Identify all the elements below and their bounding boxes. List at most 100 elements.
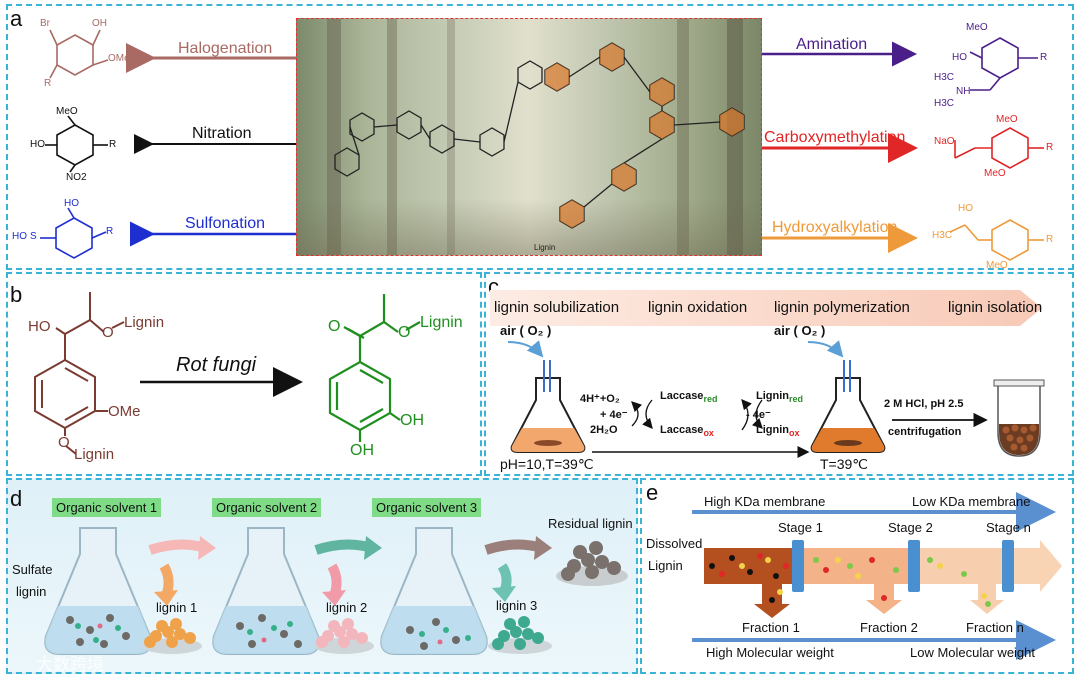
atom-ho4: HO [12, 231, 27, 242]
e-stage-n: Stage n [986, 520, 1031, 535]
atom-ome: OMe [108, 53, 130, 64]
c-right-e: - 4e⁻ [746, 409, 771, 421]
b-o-left: O [102, 324, 114, 341]
atom-meo-ha: MeO [986, 260, 1008, 271]
panel-label-c: c [488, 274, 499, 299]
atom-ho3: HO [64, 198, 79, 209]
nitration-label: Nitration [192, 125, 252, 142]
c-right-cond: T=39℃ [820, 456, 869, 472]
atom-meo-am: MeO [966, 22, 988, 33]
b-lignin-bottom: Lignin [74, 446, 115, 463]
atom-no2: NO2 [66, 172, 87, 183]
forest-image [296, 18, 762, 256]
atom-nao: NaO [934, 136, 955, 147]
solvent-2: Organic solvent 2 [212, 498, 322, 517]
panel-label-e: e [646, 480, 659, 505]
e-fraction-2: Fraction 2 [860, 620, 918, 635]
atom-meo-cm2: MeO [984, 168, 1006, 179]
aminated-ring [969, 37, 1038, 91]
e-fraction-n: Fraction n [966, 620, 1024, 635]
atom-r3: R [106, 226, 114, 237]
b-lignin-top: Lignin [124, 314, 165, 331]
b-o-bottom: O [58, 434, 70, 451]
air-label-2: air ( O₂ ) [774, 323, 826, 338]
panel-label-b: b [10, 282, 23, 307]
e-stage-2: Stage 2 [888, 520, 933, 535]
atom-ho: HO [30, 139, 45, 150]
panel-c [484, 272, 1074, 476]
halogenated-ring [49, 29, 109, 79]
b-oh1: OH [400, 412, 424, 429]
panel-label-a: a [10, 6, 23, 31]
residual-label: Residual lignin [548, 516, 633, 531]
c-left-cond: pH=10,T=39℃ [500, 456, 594, 472]
start-label-1: Sulfate [12, 562, 53, 577]
panel-a [6, 4, 1074, 270]
halogenation-label: Halogenation [178, 40, 273, 57]
e-dissolved-2: Lignin [648, 558, 683, 573]
product-molecule [328, 294, 421, 442]
b-oh2: OH [350, 442, 374, 459]
atom-h3c-am: H3C [934, 72, 955, 83]
sulfonated-ring [40, 207, 107, 259]
process-band [490, 290, 1042, 326]
e-bottom-right: Low Molecular weight [910, 645, 1036, 660]
product-3: lignin 3 [496, 598, 538, 613]
step-4: lignin isolation [948, 299, 1043, 316]
step-3: lignin polymerization [774, 299, 910, 316]
atom-r-cm: R [1046, 142, 1054, 153]
step-2: lignin oxidation [648, 299, 748, 316]
atom-h3c-am2: H3C [934, 98, 955, 109]
c-left-e: + 4e⁻ [600, 409, 628, 421]
lignin-polymer-highlights [545, 43, 744, 228]
step-1: lignin solubilization [494, 299, 620, 316]
atom-r-ha: R [1046, 234, 1054, 245]
panel-label-d: d [10, 486, 23, 511]
b-o-ketone: O [328, 318, 341, 335]
c-lignin-red: Ligninred [756, 390, 804, 405]
e-dissolved-1: Dissolved [646, 536, 703, 551]
c-isolation-bottom: centrifugation [888, 426, 962, 438]
b-o-ether: O [398, 324, 411, 341]
e-stage-1: Stage 1 [778, 520, 823, 535]
atom-ho-am: HO [952, 52, 967, 63]
e-bottom-left: High Molecular weight [706, 645, 834, 660]
b-ho: HO [28, 318, 51, 335]
e-top-right: Low KDa membrane [912, 494, 1031, 509]
air-label-1: air ( O₂ ) [500, 323, 552, 338]
carboxymethylation-label: Carboxymethylation [764, 129, 906, 146]
panel-e [640, 478, 1074, 674]
atom-lignin-poly: Lignin [534, 243, 556, 252]
c-lignin-ox: Ligninox [756, 424, 800, 439]
b-lignin-right: Lignin [420, 314, 463, 331]
atom-oh: OH [92, 18, 107, 29]
e-top-left: High KDa membrane [704, 494, 826, 509]
atom-r: R [44, 78, 52, 89]
atom-r-am: R [1040, 52, 1048, 63]
carboxymethylated-ring [954, 127, 1044, 169]
atom-br: Br [40, 18, 50, 29]
c-left-top: 4H⁺+O₂ [580, 393, 620, 405]
flask-d3 [380, 527, 488, 655]
watermark: 大数跨境 [36, 655, 104, 674]
atom-meo: MeO [56, 106, 78, 117]
atom-h3c-ha: H3C [932, 230, 953, 241]
b-reagent: Rot fungi [176, 354, 257, 376]
c-isolation-top: 2 M HCl, pH 2.5 [884, 398, 964, 410]
nitrated-ring [45, 115, 108, 173]
panel-b [6, 272, 482, 476]
hydroxyalkylation-label: Hydroxyalkylation [772, 219, 898, 236]
b-ome: OMe [108, 403, 141, 420]
sulfonation-label: Sulfonation [185, 215, 266, 232]
solvent-3: Organic solvent 3 [372, 498, 482, 517]
hydroxyalkylated-ring [949, 219, 1044, 261]
atom-ho-ha: HO [958, 203, 973, 214]
c-laccase-ox: Laccaseox [660, 424, 714, 439]
atom-nh-am: NH [956, 86, 971, 97]
start-label-2: lignin [16, 584, 47, 599]
